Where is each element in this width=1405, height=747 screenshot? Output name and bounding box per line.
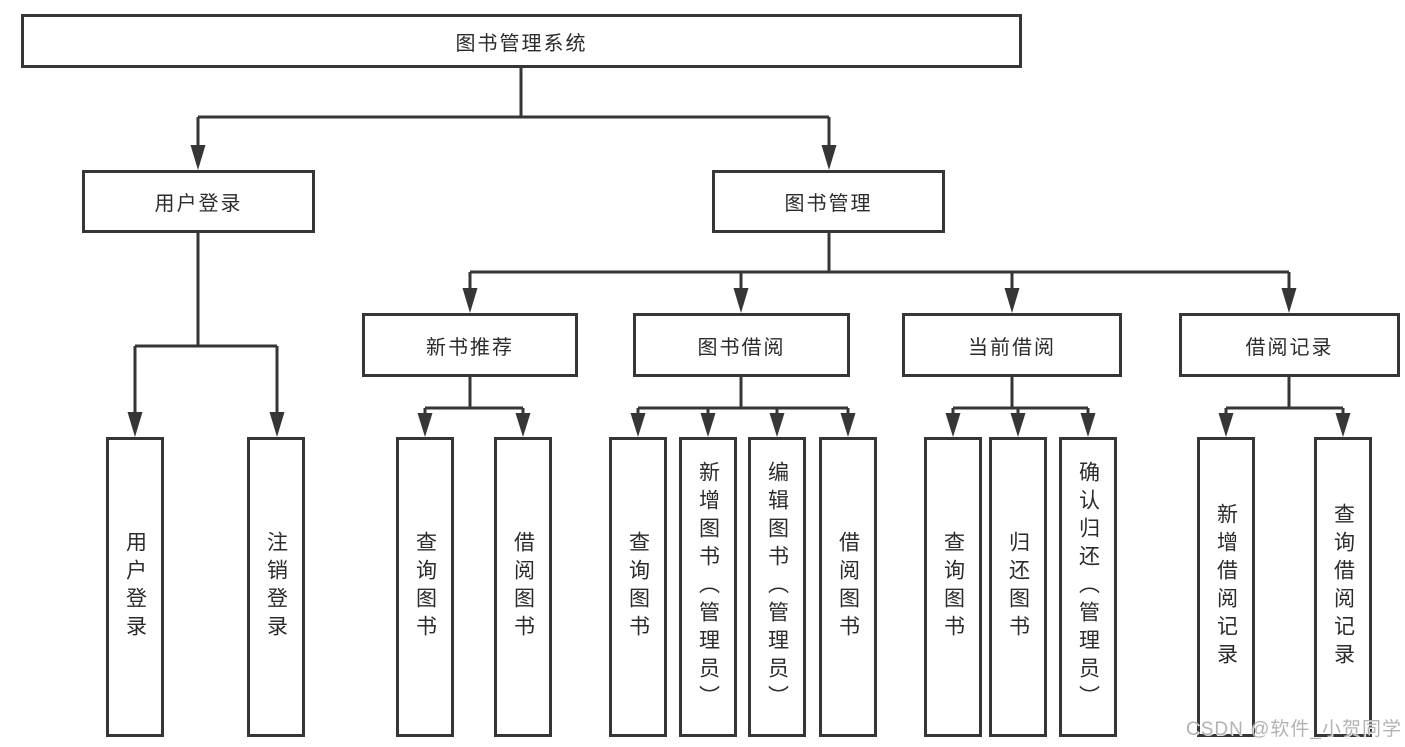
node-user-login: 用户登录 bbox=[82, 170, 315, 233]
leaf-return-books: 归还图书 bbox=[989, 437, 1047, 737]
connector-borrow-record-children bbox=[1224, 377, 1345, 416]
node-book-management: 图书管理 bbox=[712, 170, 945, 233]
leaf-user-login: 用户登录 bbox=[106, 437, 164, 737]
connector-book-management-children bbox=[468, 233, 1291, 292]
node-new-book-recommend: 新书推荐 bbox=[362, 313, 578, 377]
connector-new-book-children bbox=[423, 377, 525, 416]
connector-current-borrow-children bbox=[951, 377, 1090, 416]
leaf-borrow-books-recommend: 借阅图书 bbox=[494, 437, 552, 737]
node-current-borrow: 当前借阅 bbox=[902, 313, 1122, 377]
connector-user-login-children bbox=[133, 233, 279, 416]
leaf-add-borrow-record: 新增借阅记录 bbox=[1197, 437, 1255, 737]
leaf-query-books-borrow: 查询图书 bbox=[609, 437, 667, 737]
connector-root-to-level2 bbox=[196, 68, 831, 148]
connector-book-borrow-children bbox=[636, 377, 850, 416]
leaf-edit-books-admin: 编辑图书（管理员） bbox=[748, 437, 806, 737]
node-borrow-records: 借阅记录 bbox=[1179, 313, 1400, 377]
leaf-query-borrow-record: 查询借阅记录 bbox=[1314, 437, 1372, 737]
node-book-borrow: 图书借阅 bbox=[633, 313, 850, 377]
watermark: CSDN @软件_小贺同学 bbox=[1186, 719, 1402, 740]
leaf-add-books-admin: 新增图书（管理员） bbox=[679, 437, 737, 737]
leaf-query-books-recommend: 查询图书 bbox=[396, 437, 454, 737]
arrowheads bbox=[127, 145, 1351, 437]
leaf-logout: 注销登录 bbox=[247, 437, 305, 737]
leaf-borrow-books: 借阅图书 bbox=[819, 437, 877, 737]
node-root: 图书管理系统 bbox=[21, 14, 1022, 68]
leaf-query-books-current: 查询图书 bbox=[924, 437, 982, 737]
leaf-confirm-return-admin: 确认归还（管理员） bbox=[1059, 437, 1117, 737]
